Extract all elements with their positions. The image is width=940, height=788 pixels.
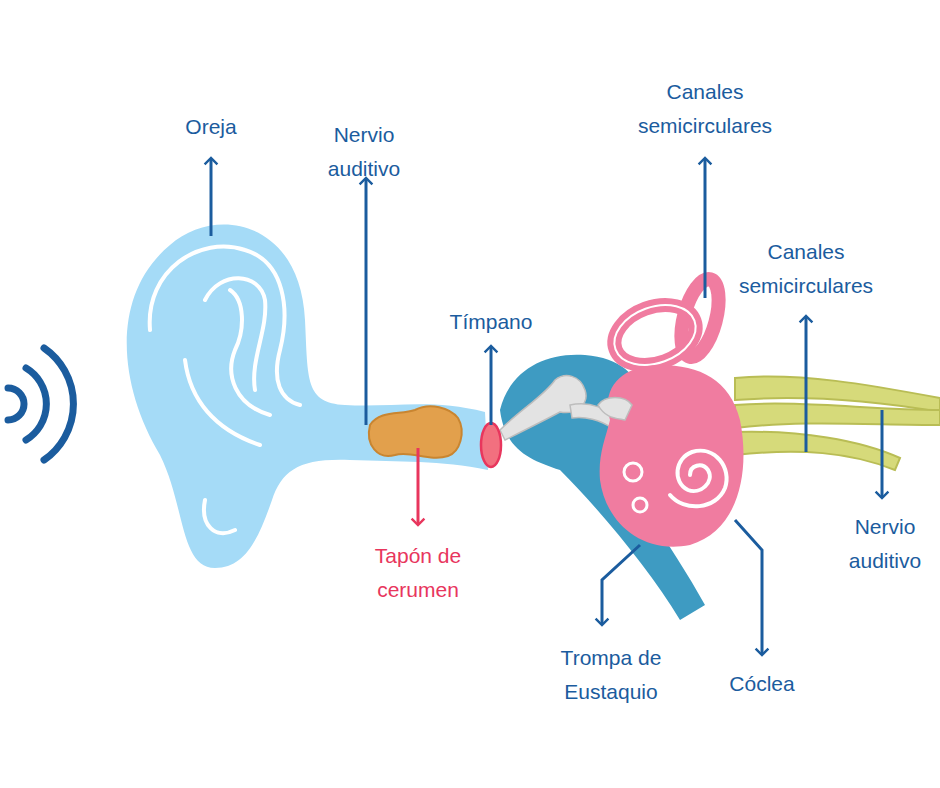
inner-ear: [598, 275, 743, 547]
outer-ear: [127, 224, 488, 568]
cochlea-spiral: [670, 451, 727, 507]
leader-arrow: [735, 520, 762, 655]
part-label: Canales semicirculares: [716, 235, 896, 303]
part-label: Cóclea: [707, 667, 817, 701]
sound-wave: [8, 388, 24, 420]
leader-lines: [211, 158, 882, 655]
part-label: Trompa de Eustaquio: [547, 641, 675, 709]
part-label: Nervio auditivo: [308, 118, 420, 186]
leader-arrow: [417, 448, 420, 525]
antihelix-line: [230, 290, 270, 415]
sound-waves: [8, 348, 73, 460]
part-label: Tímpano: [431, 305, 551, 339]
nerve-fiber: [735, 432, 900, 470]
part-label: Tapón de cerumen: [362, 539, 474, 607]
semicircular-canal: [674, 275, 726, 361]
leader-arrow: [805, 316, 808, 452]
oval-window: [624, 463, 642, 481]
leader-arrow: [490, 346, 493, 425]
eardrum: [481, 423, 501, 467]
cochlea-body: [600, 365, 744, 547]
sound-wave: [26, 368, 46, 440]
nerve-fiber: [735, 404, 940, 428]
helix-line: [150, 247, 300, 405]
leader-arrow: [881, 410, 884, 498]
part-label: Oreja: [151, 110, 271, 144]
earwax-plug: [369, 406, 462, 457]
canal-line: [606, 294, 704, 375]
leader-arrow: [210, 158, 213, 236]
leader-arrow: [602, 545, 640, 625]
sound-wave: [44, 348, 73, 460]
ear-contour: [150, 247, 300, 534]
leader-arrow: [704, 158, 707, 298]
stapes: [598, 398, 632, 421]
round-window: [633, 498, 647, 512]
concha-line: [185, 360, 260, 445]
lobe-line: [204, 500, 235, 533]
leader-arrow: [365, 178, 368, 425]
auditory-nerve: [735, 376, 940, 470]
part-label: Canales semicirculares: [615, 75, 795, 143]
part-label: Nervio auditivo: [829, 510, 940, 578]
